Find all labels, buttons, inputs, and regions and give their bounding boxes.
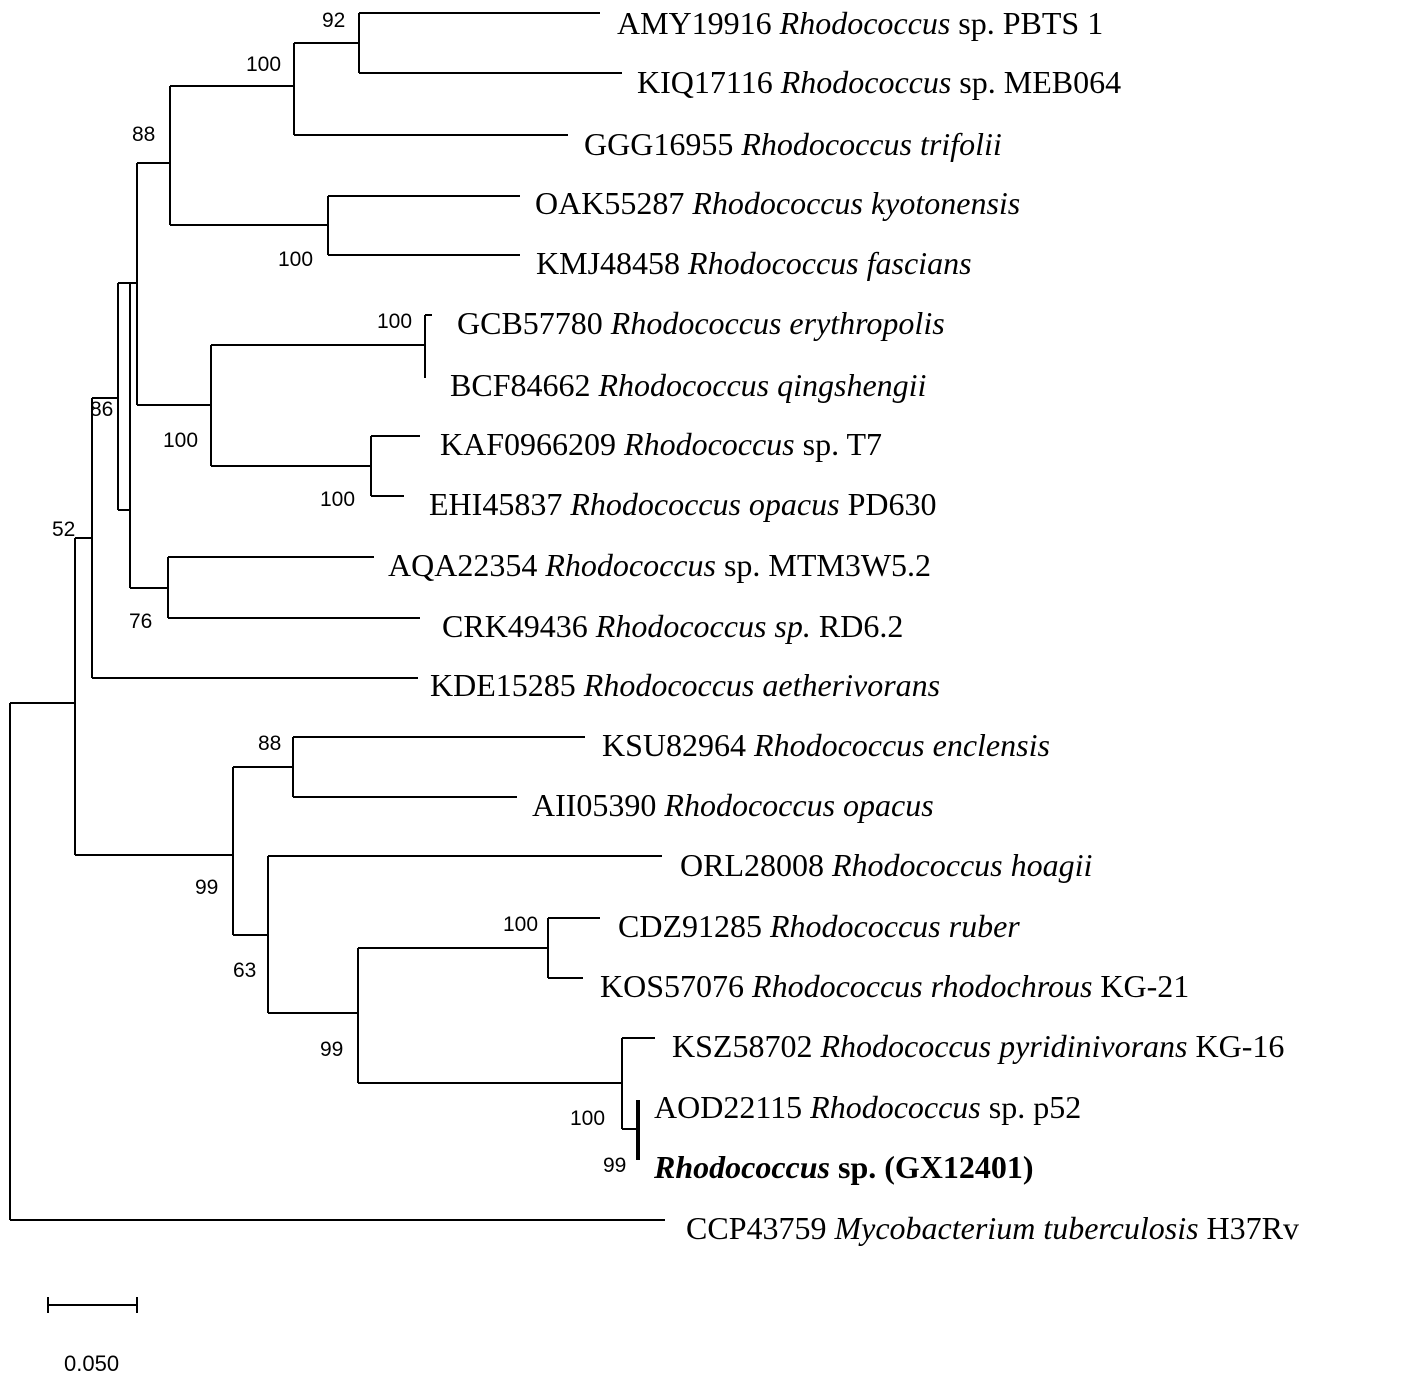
support-value: 52 — [52, 518, 75, 541]
leaf-label: KAF0966209 Rhodococcus sp. T7 — [440, 426, 882, 462]
leaf-label-query-strain: Rhodococcus sp. (GX12401) — [653, 1149, 1034, 1185]
support-value: 99 — [195, 876, 218, 899]
support-value: 88 — [132, 123, 155, 146]
leaf-label: AMY19916 Rhodococcus sp. PBTS 1 — [617, 5, 1103, 41]
leaf-labels: AMY19916 Rhodococcus sp. PBTS 1 KIQ17116… — [388, 5, 1299, 1246]
leaf-label: KSU82964 Rhodococcus enclensis — [602, 727, 1050, 763]
leaf-label: EHI45837 Rhodococcus opacus PD630 — [429, 486, 936, 522]
support-value: 100 — [320, 488, 355, 511]
support-value: 63 — [233, 959, 256, 982]
support-values: 92 100 88 100 100 100 100 86 52 76 88 99… — [52, 9, 626, 1177]
leaf-label: KSZ58702 Rhodococcus pyridinivorans KG-1… — [672, 1028, 1284, 1064]
scale-bar: 0.050 — [47, 1297, 138, 1376]
support-value: 99 — [320, 1038, 343, 1061]
leaf-label: CRK49436 Rhodococcus sp. RD6.2 — [442, 608, 903, 644]
support-value: 92 — [322, 9, 345, 32]
leaf-label: AQA22354 Rhodococcus sp. MTM3W5.2 — [388, 547, 931, 583]
leaf-label: CDZ91285 Rhodococcus ruber — [618, 908, 1020, 944]
support-value: 86 — [90, 398, 113, 421]
support-value: 100 — [377, 310, 412, 333]
support-value: 100 — [278, 248, 313, 271]
leaf-label: BCF84662 Rhodococcus qingshengii — [450, 367, 926, 403]
leaf-label: OAK55287 Rhodococcus kyotonensis — [535, 185, 1020, 221]
leaf-label: GGG16955 Rhodococcus trifolii — [584, 126, 1002, 162]
support-value: 100 — [570, 1107, 605, 1130]
support-value: 76 — [129, 610, 152, 633]
leaf-label-outgroup: CCP43759 Mycobacterium tuberculosis H37R… — [686, 1210, 1299, 1246]
leaf-label: GCB57780 Rhodococcus erythropolis — [457, 305, 945, 341]
support-value: 88 — [258, 732, 281, 755]
leaf-label: AII05390 Rhodococcus opacus — [532, 787, 934, 823]
leaf-label: KDE15285 Rhodococcus aetherivorans — [430, 667, 940, 703]
leaf-label: KMJ48458 Rhodococcus fascians — [536, 245, 972, 281]
support-value: 100 — [503, 913, 538, 936]
support-value: 99 — [603, 1154, 626, 1177]
leaf-label: ORL28008 Rhodococcus hoagii — [680, 847, 1092, 883]
leaf-label: KIQ17116 Rhodococcus sp. MEB064 — [637, 64, 1121, 100]
tree-branches — [9, 12, 665, 1221]
support-value: 100 — [163, 429, 198, 452]
leaf-label: AOD22115 Rhodococcus sp. p52 — [654, 1089, 1081, 1125]
leaf-label: KOS57076 Rhodococcus rhodochrous KG-21 — [600, 968, 1189, 1004]
scale-bar-label: 0.050 — [64, 1351, 119, 1376]
support-value: 100 — [246, 53, 281, 76]
